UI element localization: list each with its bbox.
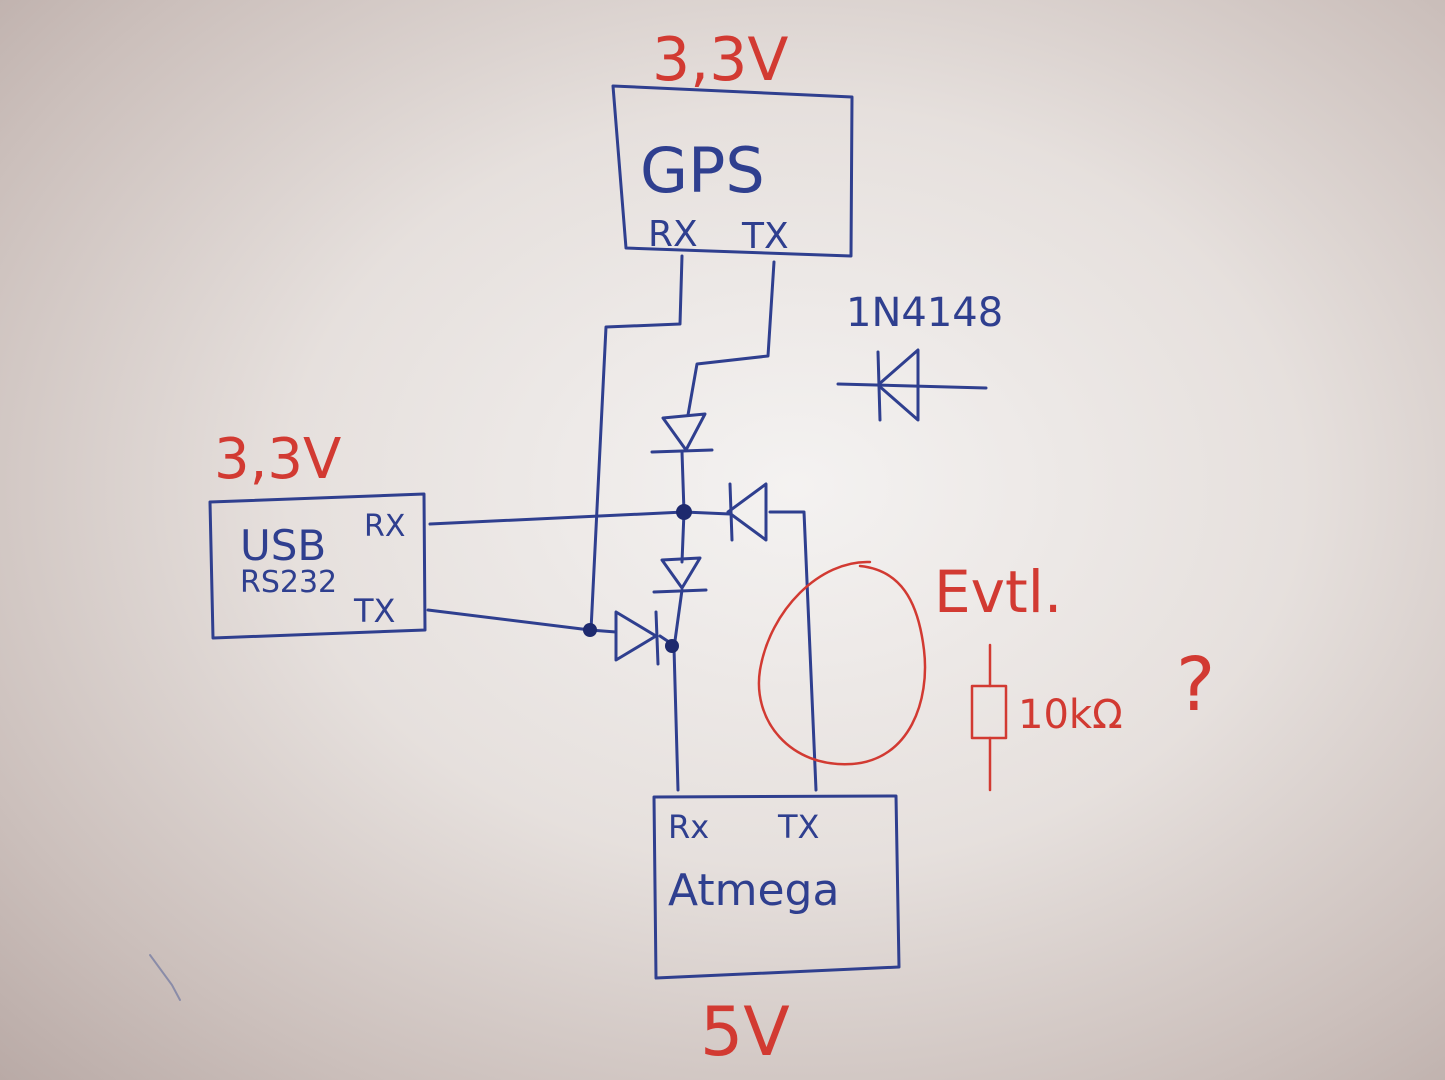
wire-gps-rx bbox=[589, 254, 684, 632]
junction-atmega-rx bbox=[665, 639, 679, 653]
diode-middle bbox=[652, 556, 708, 594]
diode-legend-symbol bbox=[836, 348, 988, 422]
note-question-mark: ? bbox=[1176, 642, 1215, 728]
diode-right bbox=[726, 482, 768, 542]
gps-tx-pin: TX bbox=[741, 216, 789, 257]
highlight-circle bbox=[757, 560, 927, 766]
note-evtl: Evtl. bbox=[934, 558, 1062, 626]
usb-tx-pin: TX bbox=[353, 592, 395, 630]
wiring bbox=[426, 254, 818, 792]
gps-module: 3,3V GPS RX TX bbox=[611, 25, 854, 258]
usb-voltage-label: 3,3V bbox=[214, 427, 341, 492]
diode-symbols: 1N4148 bbox=[614, 290, 1003, 666]
gps-voltage-label: 3,3V bbox=[652, 25, 788, 95]
atmega-module: Rx TX Atmega 5V bbox=[652, 794, 901, 1072]
atmega-title: Atmega bbox=[668, 865, 839, 916]
usb-rx-pin: RX bbox=[364, 509, 405, 544]
junction-dots bbox=[583, 504, 692, 653]
gps-rx-pin: RX bbox=[648, 214, 698, 255]
diode-bottom bbox=[614, 610, 660, 666]
junction-usb-rx bbox=[676, 504, 692, 520]
optional-resistor-note: Evtl. 10kΩ ? bbox=[757, 558, 1215, 792]
usb-title-line2: RS232 bbox=[240, 565, 337, 600]
atmega-voltage-label: 5V bbox=[700, 993, 790, 1072]
diode-top bbox=[650, 412, 714, 454]
gps-title: GPS bbox=[640, 134, 765, 207]
wire-gps-tx bbox=[686, 260, 776, 417]
atmega-tx-pin: TX bbox=[777, 808, 819, 846]
usb-title-line1: USB bbox=[240, 521, 326, 570]
diode-part-number: 1N4148 bbox=[846, 290, 1003, 336]
stray-pen-mark bbox=[149, 954, 181, 1001]
usb-rs232-module: 3,3V USB RS232 RX TX bbox=[208, 427, 427, 640]
atmega-rx-pin: Rx bbox=[668, 808, 709, 846]
resistor-body bbox=[970, 684, 1008, 740]
junction-usb-tx bbox=[583, 623, 597, 637]
wire-atmega-tx bbox=[768, 510, 818, 792]
wire-diode-column bbox=[672, 450, 686, 792]
note-resistor-value: 10kΩ bbox=[1018, 692, 1123, 738]
